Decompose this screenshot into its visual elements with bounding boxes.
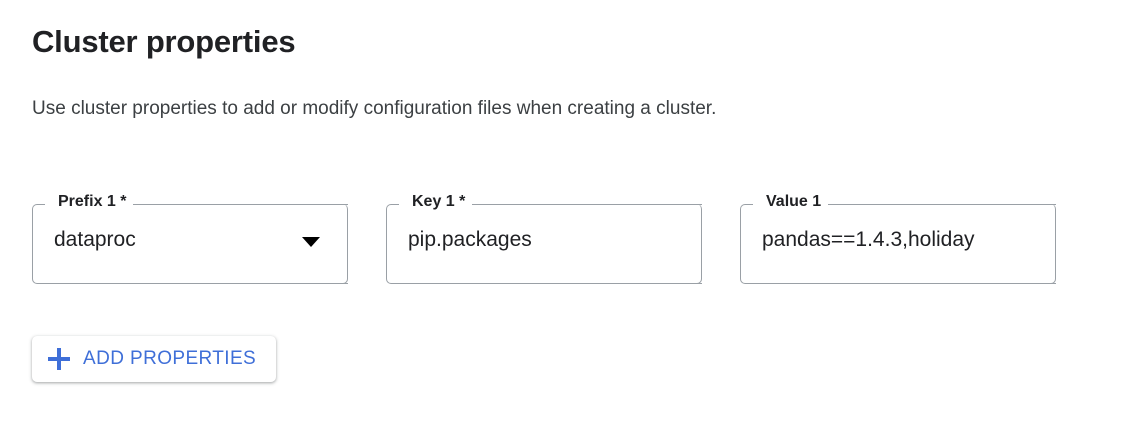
key-1-field[interactable]: Key 1 * pip.packages	[386, 192, 702, 284]
chevron-down-icon[interactable]	[302, 237, 320, 247]
value-1-label: Value 1	[766, 192, 827, 212]
add-properties-label: ADD PROPERTIES	[83, 348, 257, 369]
prefix-1-label: Prefix 1 *	[58, 192, 132, 212]
page-title: Cluster properties	[32, 24, 296, 59]
prefix-1-value[interactable]: dataproc	[54, 228, 136, 251]
properties-row: Prefix 1 * dataproc Key 1 * pip.packages	[32, 192, 1092, 284]
prefix-1-field[interactable]: Prefix 1 * dataproc	[32, 192, 348, 284]
add-properties-button[interactable]: ADD PROPERTIES	[32, 336, 277, 382]
value-1-field[interactable]: Value 1 pandas==1.4.3,holiday	[740, 192, 1056, 284]
plus-icon	[48, 348, 70, 370]
value-1-input[interactable]: pandas==1.4.3,holiday	[762, 228, 975, 251]
key-1-input[interactable]: pip.packages	[408, 228, 532, 251]
page-description: Use cluster properties to add or modify …	[32, 98, 717, 119]
key-1-label: Key 1 *	[412, 192, 471, 212]
